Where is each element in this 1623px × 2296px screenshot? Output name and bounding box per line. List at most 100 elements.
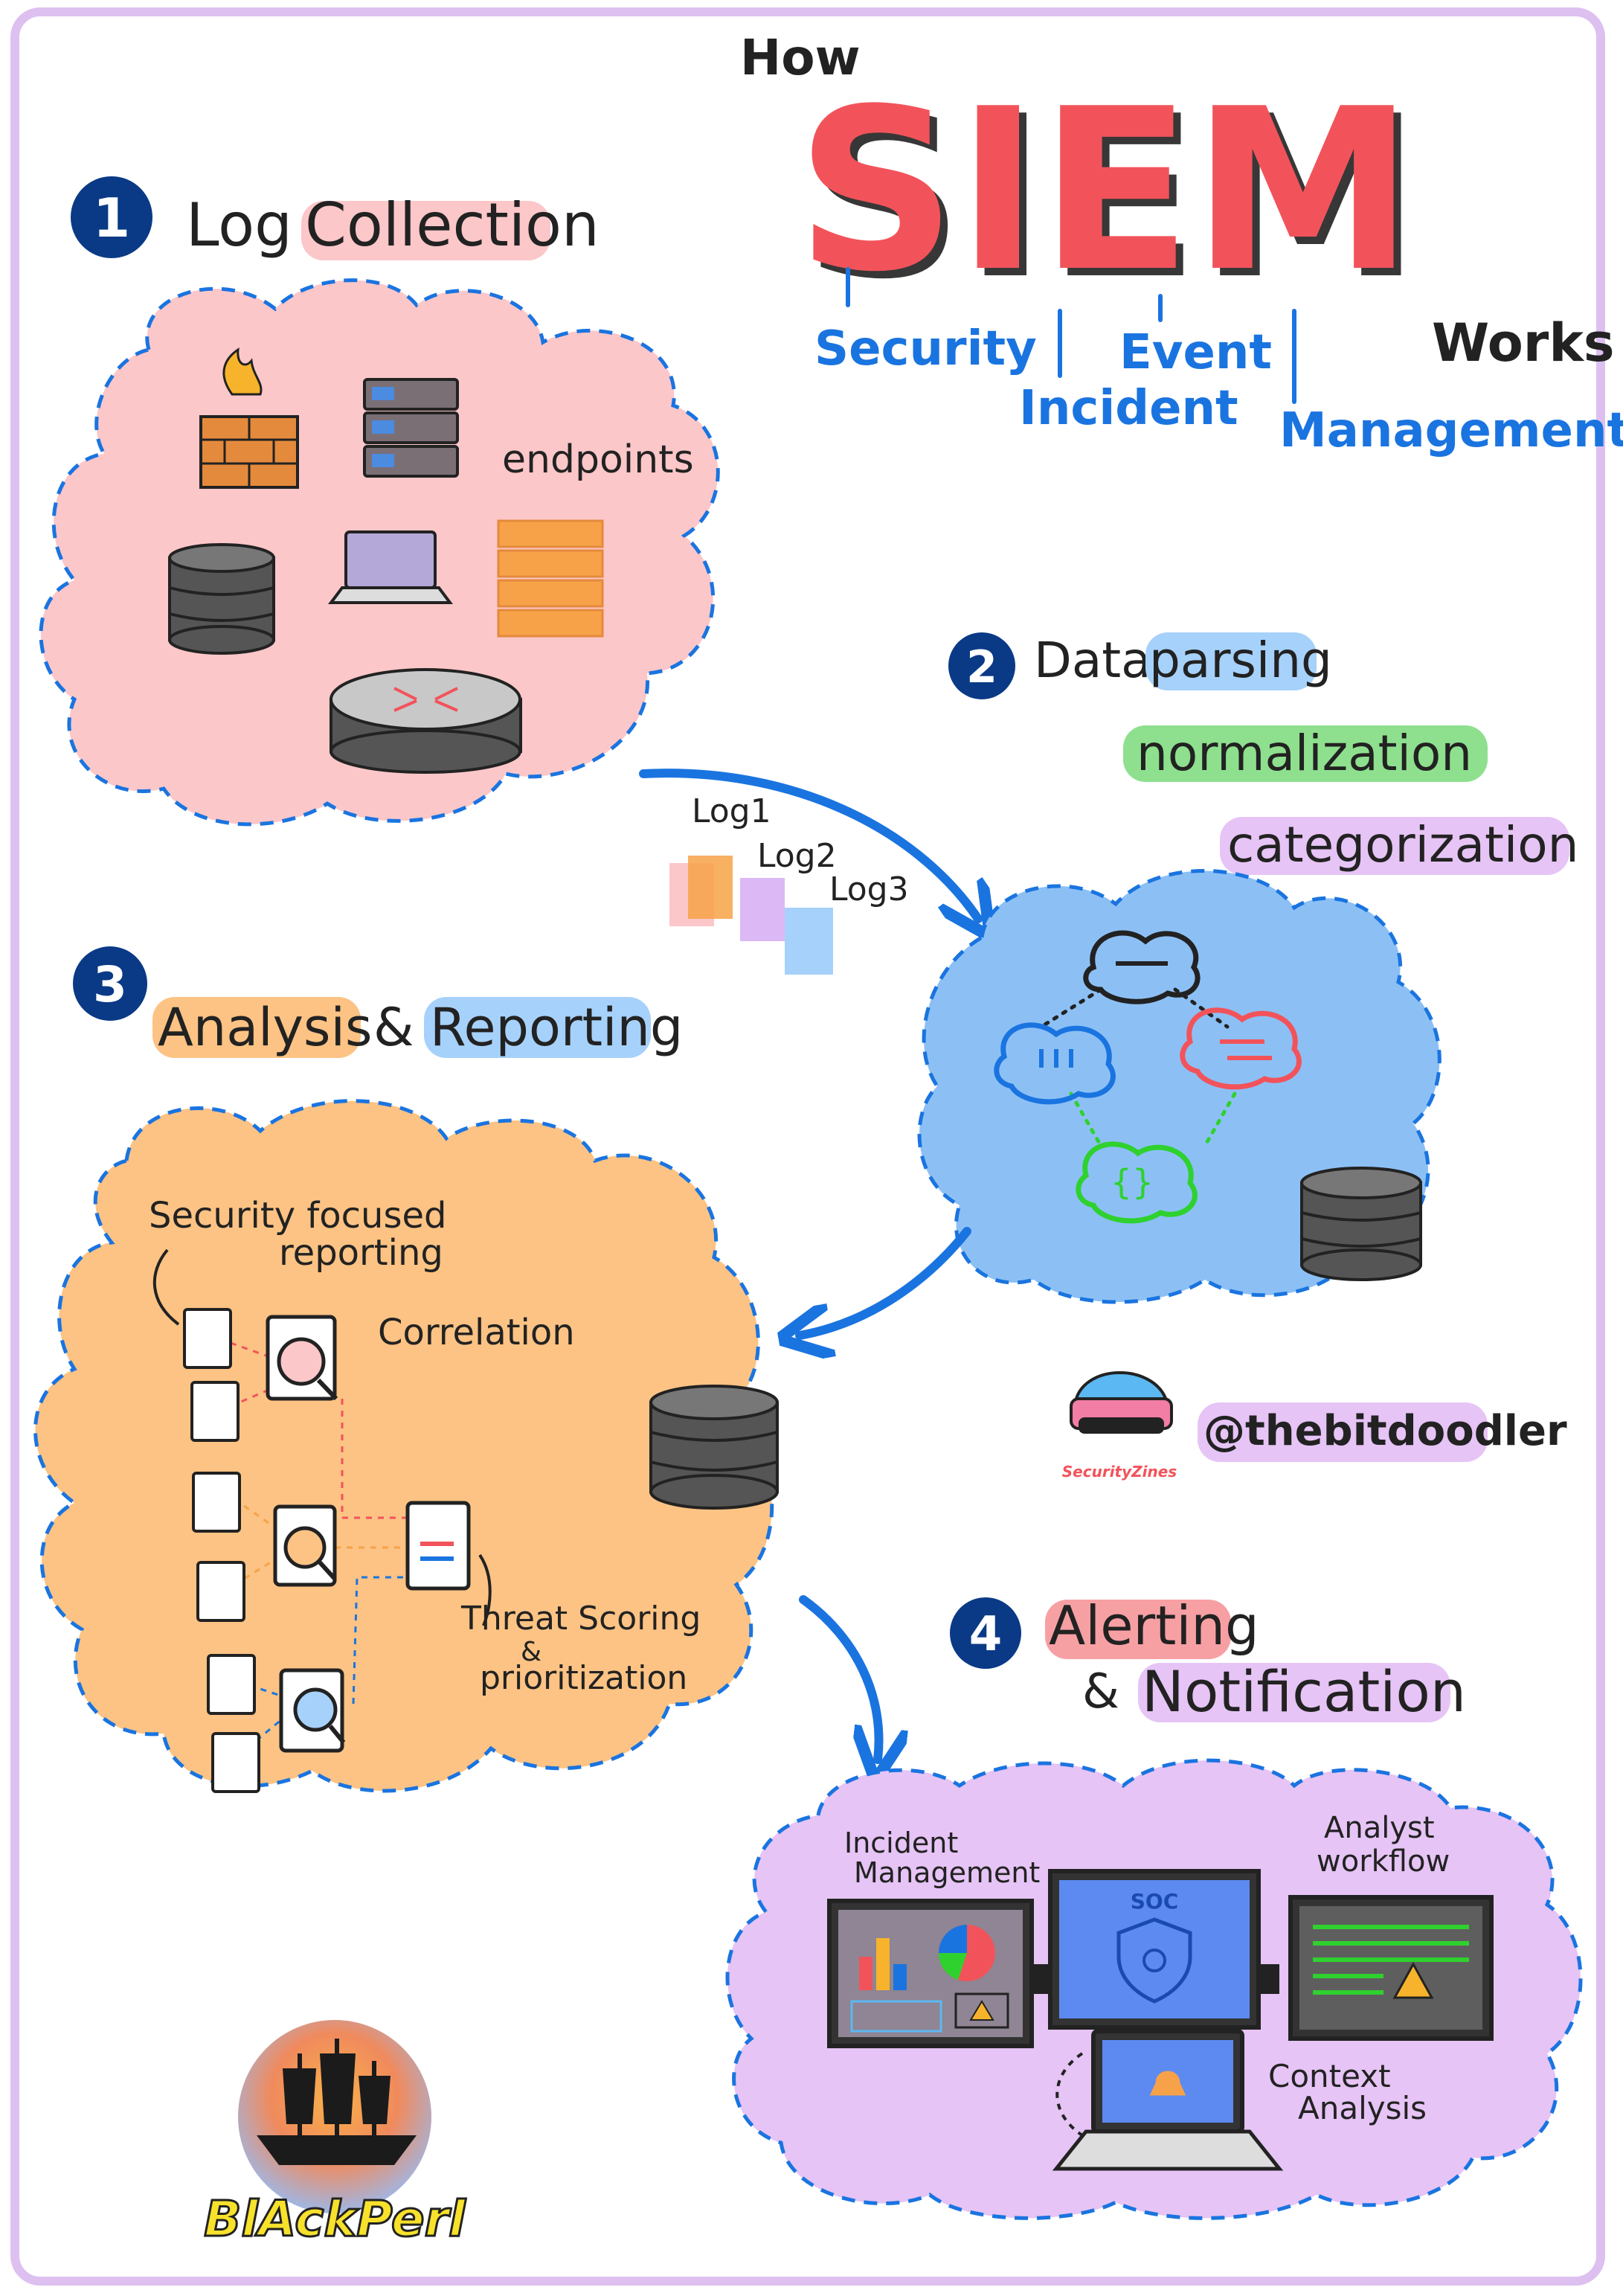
endpoints-label: endpoints <box>502 437 694 482</box>
document-icon <box>207 1654 256 1715</box>
title-how: How <box>740 29 861 86</box>
analysis-title-a: Analysis <box>158 997 372 1058</box>
threat-scoring-amp: & <box>521 1637 541 1667</box>
bar-chart-icon <box>859 1938 907 1990</box>
normalization-highlight <box>1123 725 1488 782</box>
incident-dashboard-monitor <box>827 1899 1034 2048</box>
report-docs <box>183 1308 260 1793</box>
step-4-number: 4 <box>969 1607 1003 1662</box>
step-3-number: 3 <box>93 956 127 1013</box>
step-2-number: 2 <box>966 641 997 693</box>
acronym-ticks <box>846 267 1296 404</box>
document-icon <box>211 1732 260 1793</box>
analysis-amp: & <box>373 997 414 1058</box>
log-documents: Log1 Log2 Log3 <box>669 792 909 975</box>
document-icon <box>196 1561 245 1622</box>
bell-icon <box>1149 2071 1186 2096</box>
section-data-parsing: 2 Data parsing normalization categorizat… <box>917 632 1578 1304</box>
warning-icon <box>1392 1961 1434 1999</box>
log-title-a: Log <box>186 190 292 260</box>
alerting-highlight <box>1045 1600 1231 1659</box>
author-badge-text: SecurityZines <box>1062 1463 1177 1481</box>
title-works: Works <box>1432 312 1615 373</box>
analyst-workflow-label-1: Analyst <box>1324 1811 1435 1845</box>
scoring-search-icon <box>279 1668 346 1753</box>
step-4-badge <box>950 1597 1021 1669</box>
analysis-title-b: Reporting <box>430 997 683 1058</box>
log-3-note <box>785 908 833 975</box>
page-frame <box>10 7 1605 2286</box>
document-icon <box>190 1381 240 1442</box>
log-3-label: Log3 <box>829 870 909 908</box>
title-siem: SIEM <box>796 61 1414 321</box>
author-handle[interactable]: @thebitdoodler <box>1203 1407 1567 1455</box>
security-focused-label: Security focused <box>149 1195 446 1237</box>
section-alerting: 4 Alerting & Notification Incident Manag… <box>725 1594 1583 2220</box>
categorization-highlight <box>1220 817 1569 875</box>
incident-management-label-1: Incident <box>844 1827 958 1859</box>
correlation-search-icon <box>266 1315 338 1401</box>
threat-scoring-label: Threat Scoring <box>460 1600 701 1638</box>
step-1-badge <box>71 176 152 258</box>
step-1-number: 1 <box>93 187 130 249</box>
context-analysis-label-2: Analysis <box>1298 2090 1427 2126</box>
log-title-b: Collection <box>305 190 600 260</box>
collection-highlight <box>301 201 550 260</box>
handle-highlight <box>1198 1402 1488 1462</box>
parsing-line1-a: Data <box>1034 632 1151 689</box>
arrow-analysis-to-alerting <box>799 1595 879 1760</box>
context-analysis-laptop <box>1052 2029 1284 2171</box>
parsing-line3: categorization <box>1227 816 1578 873</box>
soc-monitor: SOC <box>1048 1869 1261 2030</box>
analyst-workflow-monitor <box>1288 1895 1494 2041</box>
pie-chart-icon <box>939 1925 995 1981</box>
category-cloud-blue-icon <box>994 1022 1116 1105</box>
firewall-icon <box>199 347 299 489</box>
log-2-label: Log2 <box>757 837 837 875</box>
document-icon <box>183 1308 232 1369</box>
blackperl-logo: BlAckPerl <box>203 2020 468 2249</box>
log-1-note-back <box>688 856 733 919</box>
analysis-search-icon <box>273 1504 337 1587</box>
log-2-note <box>740 878 785 941</box>
arrow-parsing-to-analysis <box>800 1227 971 1335</box>
section-log-collection: 1 Log Collection endpoints <box>39 176 720 827</box>
soc-label: SOC <box>1131 1889 1179 1914</box>
step-2-badge <box>948 632 1015 699</box>
section-analysis: 3 Analysis & Reporting Security focused … <box>33 946 779 1793</box>
acronym-incident: Incident <box>1019 381 1238 436</box>
database-icon-2 <box>1300 1167 1422 1281</box>
arrow-collection-to-parsing <box>639 769 978 919</box>
step-3-badge <box>73 946 147 1021</box>
acronym-management: Management <box>1279 403 1623 458</box>
notification-highlight <box>1138 1663 1450 1722</box>
parsing-highlight <box>1145 632 1317 690</box>
category-cloud-red-icon <box>1180 1007 1302 1090</box>
alerting-amp: & <box>1082 1664 1119 1719</box>
acronym-security: Security <box>814 321 1037 376</box>
prioritization-label: prioritization <box>480 1659 687 1697</box>
logo-text: BlAckPerl <box>204 2190 466 2248</box>
reporting-label: reporting <box>279 1232 443 1274</box>
storage-stack-icon <box>497 519 604 638</box>
log-1-label: Log1 <box>692 792 771 830</box>
parsing-line2: normalization <box>1137 725 1472 782</box>
analysis-highlight <box>152 997 361 1058</box>
warning-icon <box>969 2000 994 2021</box>
shield-icon <box>1116 1917 1192 2004</box>
context-analysis-label-1: Context <box>1268 2058 1391 2094</box>
acronym-event: Event <box>1119 325 1272 380</box>
server-icon <box>363 378 459 478</box>
parsing-line1-b: parsing <box>1149 632 1332 689</box>
alerting-title-b: Notification <box>1142 1658 1466 1725</box>
author-badge: SecurityZines @thebitdoodler <box>1062 1371 1567 1481</box>
database-icon-3 <box>649 1385 779 1510</box>
title-group: How SIEM SIEM Works Security Incident Ev… <box>740 29 1623 458</box>
ship-icon <box>257 2039 417 2165</box>
analyst-workflow-label-2: workflow <box>1317 1844 1450 1879</box>
document-icon <box>192 1472 241 1533</box>
alerting-title-a: Alerting <box>1049 1594 1259 1657</box>
correlation-label: Correlation <box>378 1312 575 1353</box>
